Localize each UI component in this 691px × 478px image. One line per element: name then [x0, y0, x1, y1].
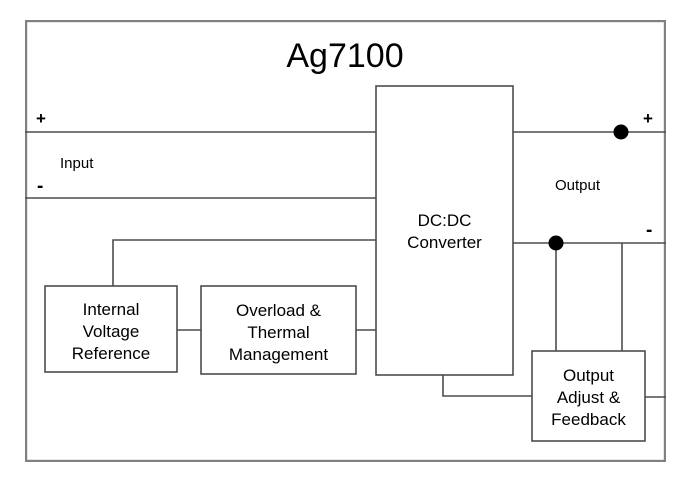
- output-adjust-feedback-label-line1: Output: [563, 366, 614, 385]
- output-adjust-feedback-label-line2: Adjust &: [557, 388, 621, 407]
- output-negative-sign: -: [646, 220, 652, 241]
- block-overload-thermal-management[interactable]: Overload & Thermal Management: [200, 285, 357, 375]
- overload-thermal-management-box[interactable]: [200, 285, 357, 375]
- dcdc-converter-box[interactable]: [375, 85, 514, 376]
- junction-layer: [548, 124, 629, 251]
- input-label: Input: [60, 155, 94, 172]
- dcdc-converter-label-line2: Converter: [407, 233, 482, 252]
- output-adjust-feedback-label-line3: Feedback: [551, 410, 626, 429]
- page-title: Ag7100: [286, 37, 403, 75]
- overload-thermal-label-line3: Management: [229, 345, 329, 364]
- block-internal-voltage-reference[interactable]: Internal Voltage Reference: [44, 285, 178, 373]
- output-label: Output: [555, 177, 601, 194]
- block-dcdc-converter[interactable]: DC:DC Converter: [375, 85, 514, 376]
- input-negative-sign: -: [37, 176, 43, 197]
- output-positive-sign: +: [643, 109, 653, 128]
- internal-voltage-reference-box[interactable]: [44, 285, 178, 373]
- internal-voltage-reference-label-line2: Voltage: [83, 322, 140, 341]
- port-label-layer: Input Output + - + -: [36, 109, 653, 241]
- output-positive-junction-dot: [613, 124, 629, 140]
- internal-voltage-reference-label-line1: Internal: [83, 300, 140, 319]
- input-positive-sign: +: [36, 109, 46, 128]
- overload-thermal-label-line2: Thermal: [247, 323, 309, 342]
- wiring-layer: [25, 131, 666, 398]
- output-negative-junction-dot: [548, 235, 564, 251]
- overload-thermal-label-line1: Overload &: [236, 301, 322, 320]
- dcdc-converter-label-line1: DC:DC: [418, 211, 472, 230]
- wire-converter-to-feedback: [442, 375, 532, 397]
- wire-reference-to-converter-control: [112, 239, 376, 286]
- block-output-adjust-feedback[interactable]: Output Adjust & Feedback: [531, 350, 646, 442]
- output-adjust-feedback-box[interactable]: [531, 350, 646, 442]
- internal-voltage-reference-label-line3: Reference: [72, 344, 150, 363]
